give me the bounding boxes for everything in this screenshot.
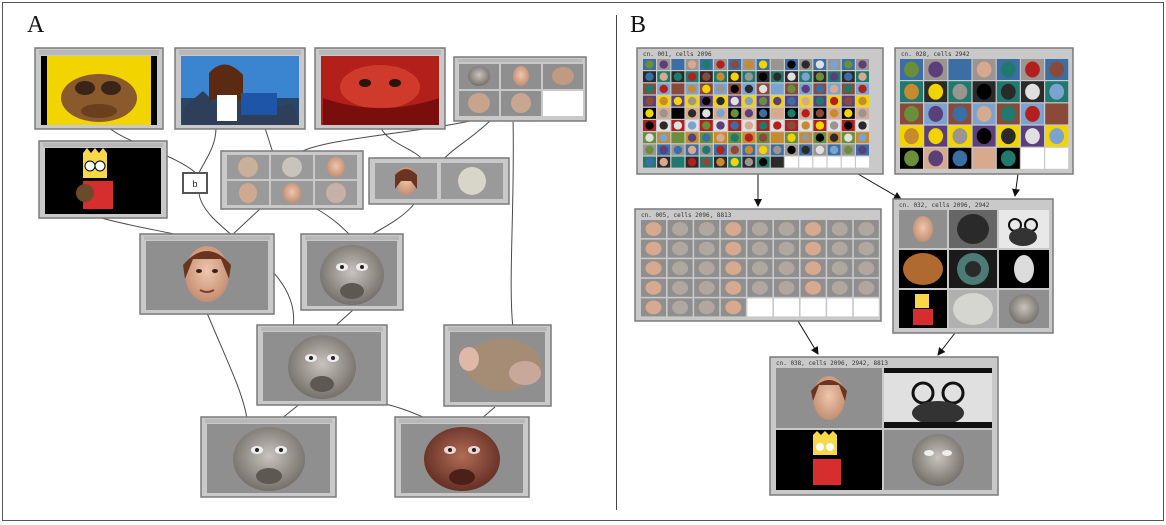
edge-arrow [937,332,956,356]
edge [368,202,416,237]
edge [442,117,494,161]
edge [380,127,424,161]
edge-arrow [1011,173,1020,197]
node-human-face-large [139,233,275,315]
b-node-label: cn. 038, cells 2096, 2942, 8813 [776,360,888,367]
b-node-label: cn. 001, cells 2096 [643,51,712,58]
node-monkey-face-large-2 [256,324,388,406]
b-node-label: cn. 005, cells 2096, 8813 [641,212,732,219]
node-face-grid-mixed [453,56,587,122]
edge [510,117,514,329]
node-monkey-profile [443,324,552,407]
monkey-face-icon [320,245,384,305]
node-monkey-face-large-1 [300,233,404,311]
edge [298,117,484,154]
small-node-label: b [192,179,197,189]
human-face-icon [185,246,229,302]
edge-arrow [797,320,819,355]
edge [314,207,352,237]
b-node-mixed-grid-2: cn. 028, cells 2942 [894,47,1074,175]
b-node-label: cn. 032, cells 2096, 2942 [899,202,990,209]
edge [198,127,217,174]
image-grid-icon [643,59,869,168]
node-small-b: b [182,172,208,194]
node-monkey-red-bottom [394,416,530,498]
b-node-face-grid: cn. 005, cells 2096, 8813 [634,208,882,322]
b-node-four-grid: cn. 038, cells 2096, 2942, 8813 [769,356,999,496]
b-node-label: cn. 028, cells 2942 [901,51,970,58]
panel-b-edges [754,173,1020,356]
hierarchy-diagram: b [34,47,1074,498]
node-monkey-gray-bottom [200,416,337,498]
b-node-nine-grid: cn. 032, cells 2096, 2942 [892,198,1054,334]
node-face-pair [368,157,510,205]
node-red-scarf-portrait [314,47,446,130]
panel-label-b: B [630,12,647,38]
edge-arrow [857,173,902,200]
b-node-mixed-grid-1: cn. 001, cells 2096 [636,47,884,175]
node-cartoon-boy [38,140,168,219]
node-cartoon-princess [174,47,306,130]
node-cartoon-dinosaur [34,47,164,130]
edge [206,312,248,420]
panel-label-a: A [27,12,45,38]
node-face-grid-six [220,150,364,210]
edge [264,127,274,154]
edge [230,207,262,237]
panel-divider [616,15,617,510]
